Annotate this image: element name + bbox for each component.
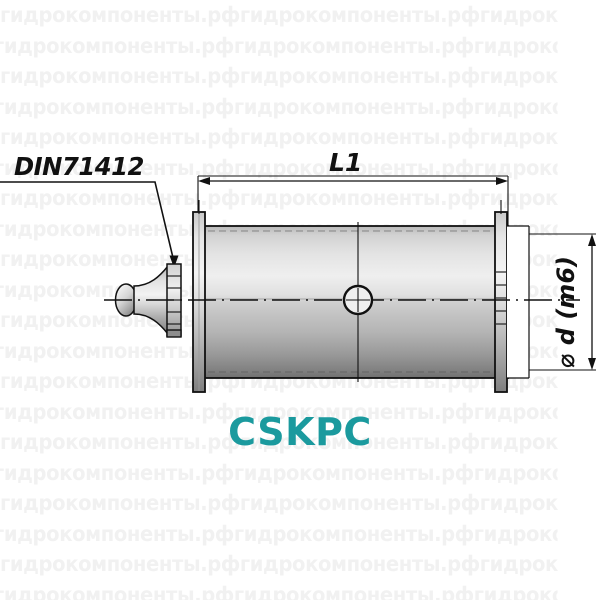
- model-name-label: CSKPC: [228, 410, 372, 454]
- diameter-dimension-text: ⌀ d (m6): [552, 256, 580, 368]
- right-end-face: [507, 225, 530, 379]
- centre-hole: [342, 284, 374, 316]
- construction-lines: [198, 200, 502, 382]
- l1-dimension-group: [197, 175, 509, 232]
- right-collar: [494, 211, 508, 393]
- din-standard-label: DIN71412: [14, 152, 144, 181]
- left-collar: [192, 211, 206, 393]
- din-leader-group: [0, 181, 179, 268]
- length-dimension-label: L1: [329, 148, 363, 177]
- diameter-dimension-label: ⌀ d (m6): [552, 108, 580, 368]
